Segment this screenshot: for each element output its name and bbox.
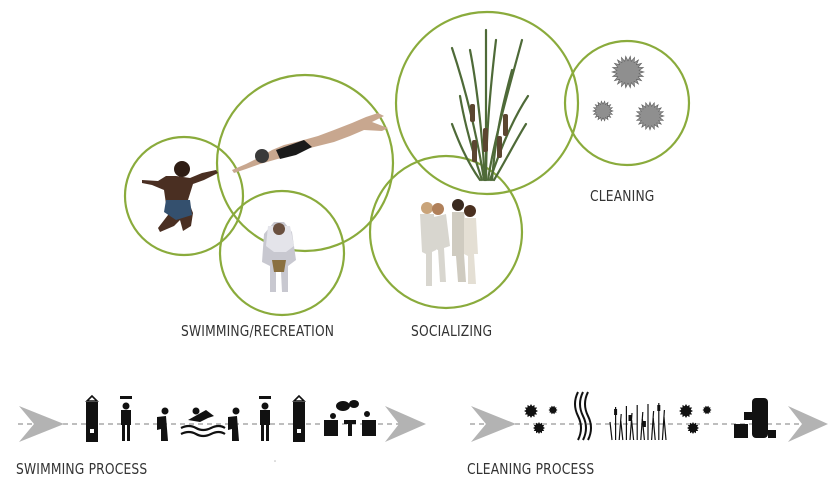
reed-stroke [641,418,645,441]
cattail-heads [470,104,508,162]
reed-stroke [652,417,656,441]
label-cleaning: CLEANING [590,187,655,205]
arrow-start-icon [19,406,64,442]
circle-kid-jump [123,135,245,257]
wave-filter-icon [574,391,592,441]
small-dot [274,460,276,462]
circle-reeds [394,10,580,196]
swimming-process-row [18,394,426,442]
microbe-shape [679,404,693,418]
reed-head [614,409,618,415]
label-cleaning-process: CLEANING PROCESS [467,460,595,478]
arrow-end-icon [788,406,828,442]
label-socializing: SOCIALIZING [411,322,493,340]
microbe-shape [635,101,665,131]
label-swimming-process: SWIMMING PROCESS [16,460,148,478]
microbe-shape [592,100,614,122]
microbe-shape [611,55,645,89]
reed-stroke [663,416,667,441]
circle-child-towel [218,189,346,317]
person-icon [228,407,240,441]
reed-head [657,405,661,411]
hanger-locker-icon [85,394,99,442]
arrow-start-icon [471,406,516,442]
shower-icon [259,396,271,441]
reeds-icon [609,403,667,441]
person-icon [157,407,169,441]
kid-jumping-figure [142,161,218,232]
reed-stroke [640,411,644,441]
reed-stroke [620,420,624,441]
reed-stroke [629,412,633,441]
microbe-shape [687,422,699,434]
hanger-locker-icon [292,394,306,442]
cleaning-process-row [470,391,828,442]
arrow-end-icon [385,406,426,442]
circle-microbes [563,39,691,167]
microbe-shape [524,404,538,418]
microbe-icon [679,404,712,434]
reed-stroke [661,409,665,441]
reed-head [642,421,646,427]
pump-icon [734,398,776,438]
reed-stroke [618,413,622,441]
swimmer-icon [180,407,226,438]
reed-stroke [651,410,655,441]
reed-stroke [631,419,635,441]
socializing-group-figure [420,199,478,286]
child-towel-figure [262,222,296,292]
microbe-shape [533,422,545,434]
label-swimming-recreation: SWIMMING/RECREATION [181,322,335,340]
microbe-icon [524,404,558,434]
circle-swimmer-dive [215,73,395,253]
reed-head [628,415,632,421]
microbes-figure [592,55,665,131]
shower-icon [120,396,132,441]
reed-stroke [609,421,613,441]
circle-group-social [368,154,524,310]
microbe-shape [548,405,558,415]
lounge-icon [324,400,376,436]
swimmer-diving-figure [232,113,388,173]
microbe-shape [702,405,712,415]
